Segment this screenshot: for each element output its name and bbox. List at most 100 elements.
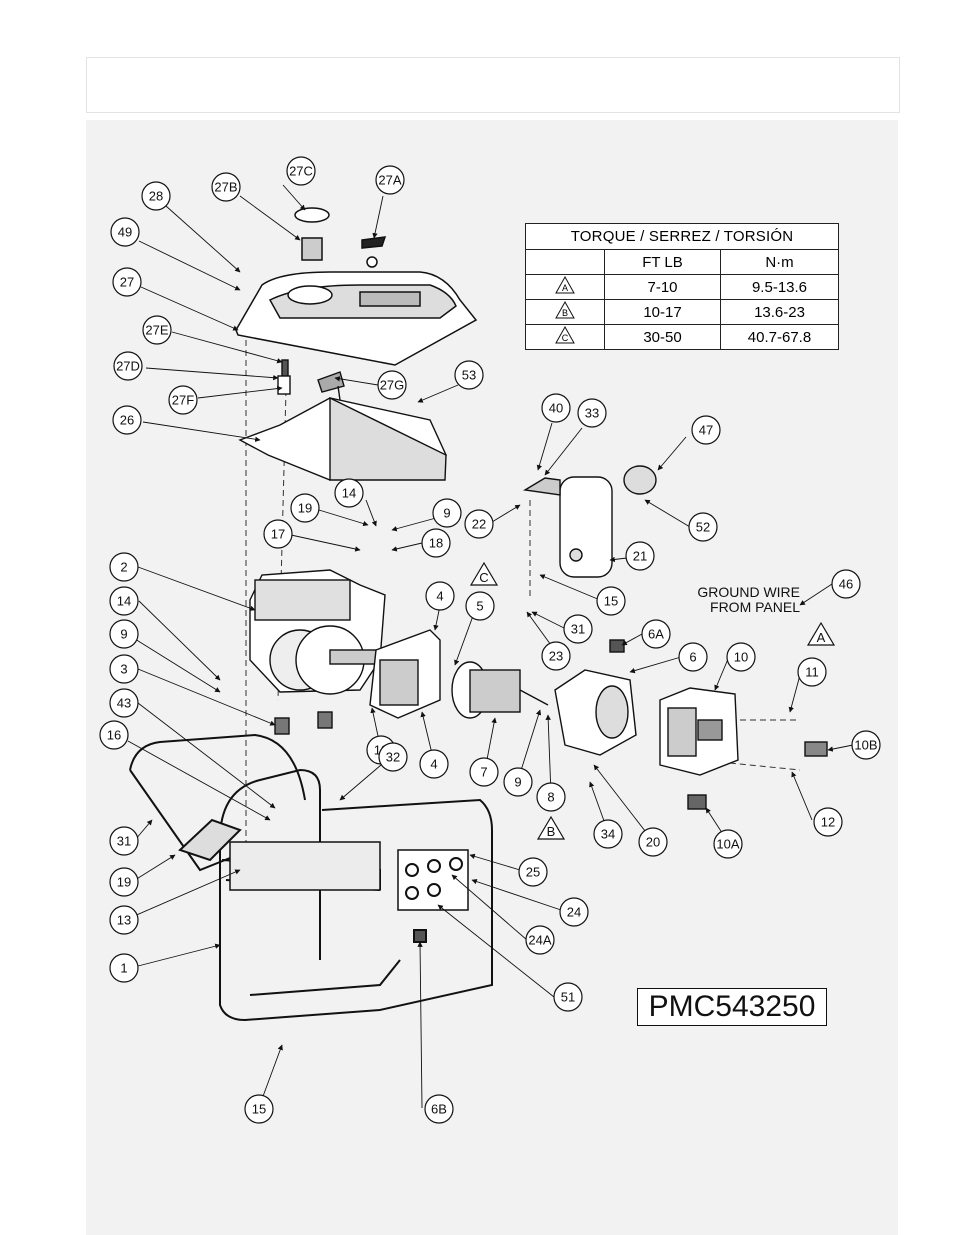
callout-31a: 31 <box>563 614 593 644</box>
callout-label: 43 <box>117 696 131 711</box>
callout-32: 32 <box>378 742 408 772</box>
callout-label: 2 <box>120 560 127 575</box>
callout-circle <box>559 897 589 927</box>
triangle-a-icon: A <box>555 275 575 294</box>
torque-row-b: B 10-17 13.6-23 <box>525 299 839 325</box>
callout-34: 34 <box>593 819 623 849</box>
callout-49: 49 <box>110 217 140 247</box>
callout-label: 3 <box>120 662 127 677</box>
callout-19b: 19 <box>109 867 139 897</box>
callout-circle <box>432 498 462 528</box>
callout-26: 26 <box>112 405 142 435</box>
callout-4a: 4 <box>425 581 455 611</box>
callout-53: 53 <box>454 360 484 390</box>
torque-mark-cell: C <box>525 324 605 350</box>
callout-circle <box>454 360 484 390</box>
callout-label: 6B <box>431 1102 447 1117</box>
callout-circle <box>290 493 320 523</box>
callout-16: 16 <box>99 720 129 750</box>
callout-label: 53 <box>462 368 476 383</box>
callout-23: 23 <box>541 641 571 671</box>
rotor <box>451 661 549 719</box>
callout-label: 1 <box>120 961 127 976</box>
callout-circle <box>541 641 571 671</box>
callout-circle <box>142 315 172 345</box>
callout-24A: 24A <box>525 925 555 955</box>
callout-circle <box>536 782 566 812</box>
callout-circle <box>244 1094 274 1124</box>
callout-31b: 31 <box>109 826 139 856</box>
callout-13b: 13 <box>109 905 139 935</box>
ground-wire-line-2: FROM PANEL <box>710 599 800 615</box>
callout-11: 11 <box>797 657 827 687</box>
callout-circle <box>688 512 718 542</box>
callout-27D: 27D <box>113 351 143 381</box>
fuel-valve <box>277 359 345 401</box>
torque-marker-a-label: A <box>817 630 826 645</box>
muffler <box>522 465 657 578</box>
callout-circle <box>541 393 571 423</box>
svg-text:B: B <box>562 308 568 318</box>
callout-label: 34 <box>601 827 615 842</box>
callout-circle <box>109 953 139 983</box>
callout-label: 19 <box>117 875 131 890</box>
callout-52: 52 <box>688 512 718 542</box>
callout-10A: 10A <box>713 829 743 859</box>
callout-circle <box>469 757 499 787</box>
callout-label: 27A <box>378 173 401 188</box>
callout-4b: 4 <box>419 749 449 779</box>
stator-housing <box>369 629 441 719</box>
callout-7: 7 <box>469 757 499 787</box>
callout-circle <box>424 1094 454 1124</box>
callout-label: 4 <box>436 589 443 604</box>
callout-label: 25 <box>526 865 540 880</box>
callout-circle <box>377 370 407 400</box>
callout-6B: 6B <box>424 1094 454 1124</box>
callout-label: 10 <box>734 650 748 665</box>
callout-label: 26 <box>120 413 134 428</box>
callout-circle <box>713 829 743 859</box>
end-cover <box>554 639 637 756</box>
callout-circle <box>112 405 142 435</box>
callout-circle <box>593 819 623 849</box>
callout-27B: 27B <box>211 172 241 202</box>
callout-circle <box>109 688 139 718</box>
callout-circle <box>419 749 449 779</box>
callout-circle <box>691 415 721 445</box>
callout-label: 16 <box>107 728 121 743</box>
callout-label: 27B <box>214 180 237 195</box>
torque-marker-c-label: C <box>479 570 488 585</box>
callout-circle <box>726 642 756 672</box>
callout-22: 22 <box>464 509 494 539</box>
callout-label: 27C <box>289 164 313 179</box>
callout-label: 27F <box>172 393 194 408</box>
callout-label: 27E <box>145 323 168 338</box>
callout-27: 27 <box>112 267 142 297</box>
callout-circle <box>211 172 241 202</box>
callout-circle <box>263 519 293 549</box>
callout-label: 4 <box>430 757 437 772</box>
callout-label: 14 <box>342 486 356 501</box>
engine <box>249 569 386 735</box>
torque-markers <box>469 561 836 840</box>
callout-label: 13 <box>117 913 131 928</box>
torque-marker-c <box>469 561 499 586</box>
torque-marker-b-label: B <box>547 824 556 839</box>
callout-circle <box>641 619 671 649</box>
callout-circle <box>141 181 171 211</box>
callout-circle <box>375 165 405 195</box>
callout-label: 10B <box>854 738 877 753</box>
callout-label: 15 <box>604 594 618 609</box>
callout-27E: 27E <box>142 315 172 345</box>
callout-9a: 9 <box>432 498 462 528</box>
callout-27C: 27C <box>286 156 316 186</box>
callout-circle <box>797 657 827 687</box>
callout-circle <box>851 730 881 760</box>
callout-circle <box>831 569 861 599</box>
callout-label: 8 <box>547 790 554 805</box>
callout-label: 24 <box>567 905 581 920</box>
torque-marker-a <box>806 621 836 646</box>
callout-circle <box>525 925 555 955</box>
